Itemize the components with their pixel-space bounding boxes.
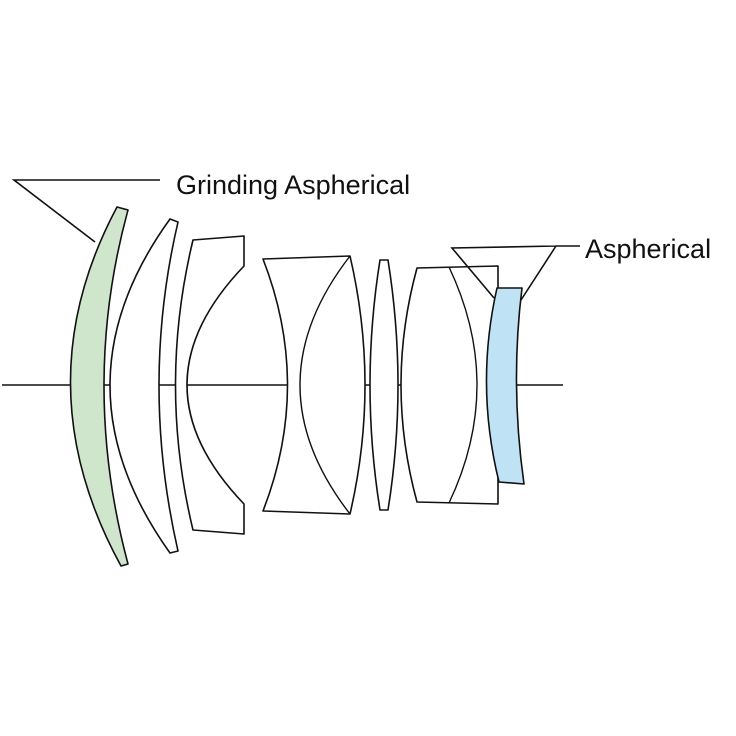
lens-element-9-aspherical: [485, 287, 525, 485]
aspherical-label: Aspherical: [585, 234, 711, 264]
lens-element-3: [174, 235, 245, 535]
grinding-aspherical-label: Grinding Aspherical: [176, 170, 410, 200]
lens-element-7-8-cement-surface: [448, 266, 478, 504]
grinding-aspherical-leader-line: [11, 179, 160, 243]
lens-element-7-8-cemented: [400, 265, 499, 505]
lens-element-6: [369, 259, 399, 511]
aspherical-leader-line: [450, 245, 580, 301]
lens-element-1-grinding-aspherical: [69, 206, 129, 567]
lens-element-4-5-cement-surface: [299, 255, 351, 515]
lens-element-2: [109, 218, 179, 554]
